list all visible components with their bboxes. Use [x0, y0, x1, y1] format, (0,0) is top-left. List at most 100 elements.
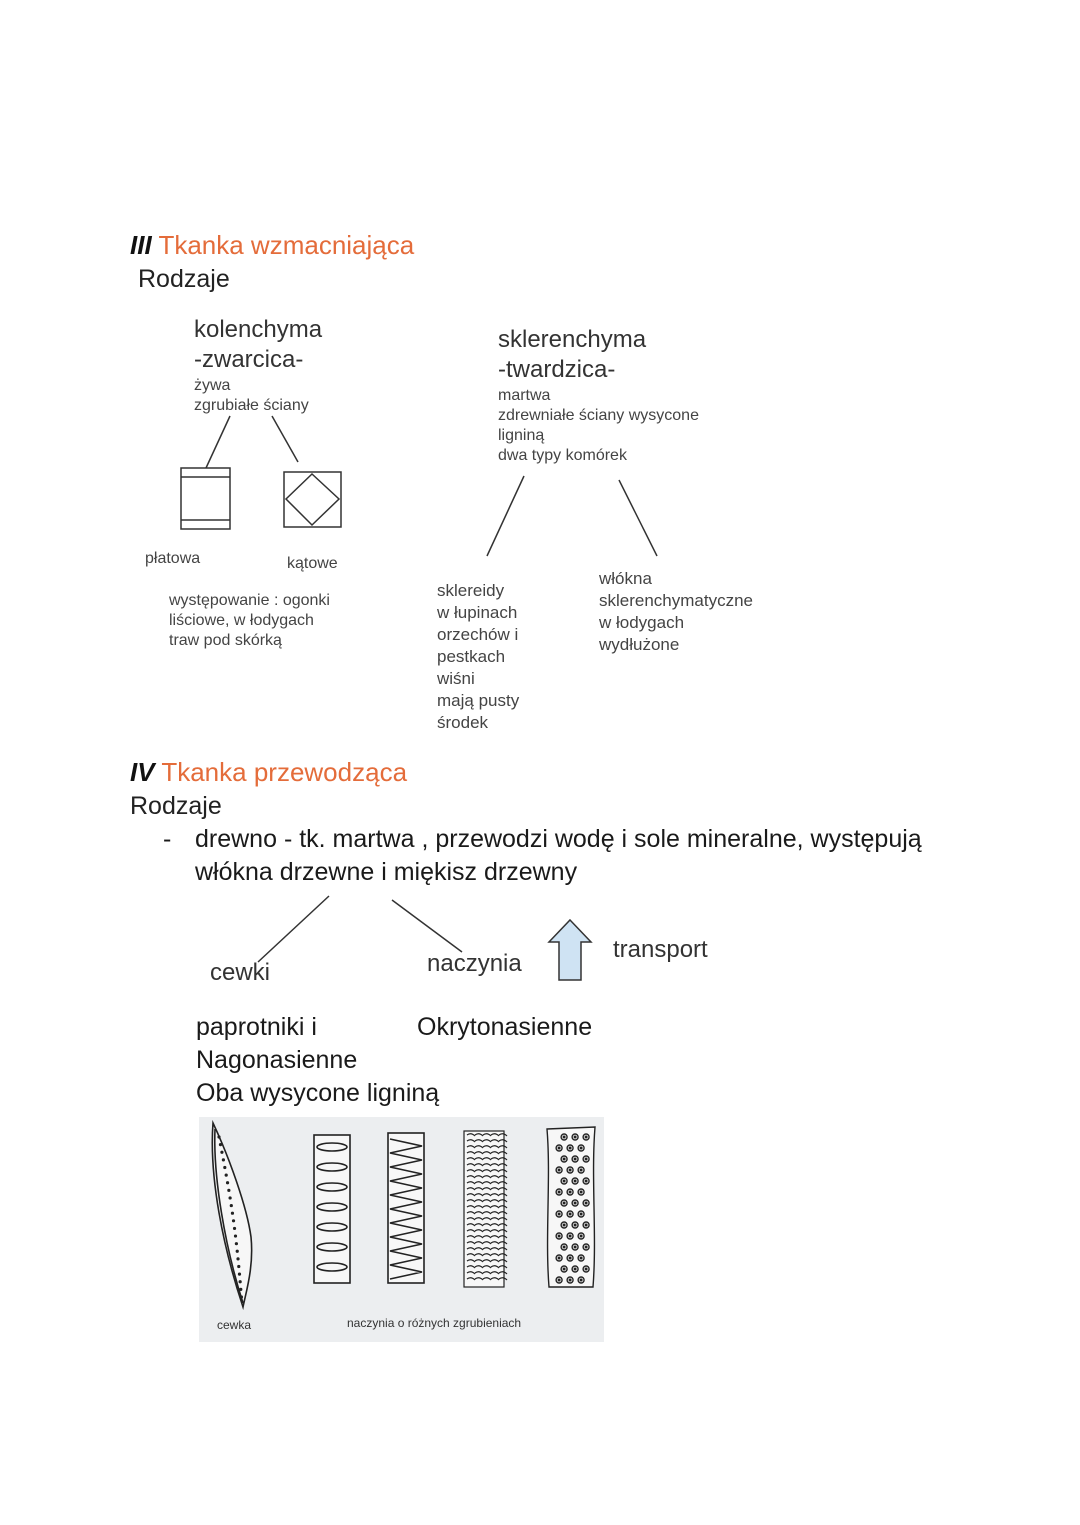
reticulate-mark [482, 1139, 492, 1143]
reticulate-mark [474, 1229, 484, 1233]
reticulate-mark [498, 1145, 508, 1149]
tracheid-cell-icon [211, 1119, 253, 1311]
trait-line: zgrubiałe ściany [194, 397, 309, 414]
pit-ring [571, 1243, 579, 1251]
reticulate-mark [498, 1223, 508, 1227]
cewki-desc-line: paprotniki i [196, 1013, 317, 1041]
pit-center [579, 1168, 583, 1172]
pit-ring [582, 1177, 590, 1185]
connector-line [618, 479, 658, 557]
reticulate-mark [466, 1217, 476, 1221]
reticulate-mark [466, 1151, 476, 1155]
pit-center [562, 1179, 566, 1183]
reticulate-mark [482, 1253, 492, 1257]
reticulate-mark [482, 1157, 492, 1161]
pit-dot [235, 1249, 239, 1253]
reticulate-mark [498, 1217, 508, 1221]
pit-center [568, 1190, 572, 1194]
pit-center [579, 1278, 583, 1282]
reticulate-mark [482, 1133, 492, 1137]
sklereidy-line: pestkach [437, 647, 506, 666]
occurrence-line: liściowe, w łodygach [169, 612, 314, 629]
reticulate-mark [498, 1265, 508, 1269]
reticulate-mark [490, 1259, 500, 1263]
reticulate-mark [482, 1163, 492, 1167]
pit-dot [230, 1211, 235, 1215]
both-lignin-line: Oba wysycone ligniną [196, 1079, 440, 1107]
connector-line [257, 895, 330, 963]
reticulate-mark [466, 1139, 476, 1143]
pit-dot [220, 1150, 224, 1154]
reticulate-mark [466, 1169, 476, 1173]
reticulate-mark [466, 1193, 476, 1197]
pit-ring [560, 1177, 568, 1185]
naczynia-label: naczynia [427, 950, 522, 977]
reticulate-mark [490, 1241, 500, 1245]
reticulate-mark [490, 1133, 500, 1137]
trait-line: martwa [498, 387, 551, 404]
reticulate-mark [466, 1181, 476, 1185]
reticulate-mark [498, 1181, 508, 1185]
reticulate-mark [474, 1163, 484, 1167]
reticulate-mark [498, 1175, 508, 1179]
reticulate-mark [498, 1139, 508, 1143]
sklereidy-line: mają pusty [437, 691, 520, 710]
pit-center [579, 1146, 583, 1150]
pit-dot [217, 1135, 221, 1139]
pit-center [568, 1146, 572, 1150]
reticulate-mark [482, 1187, 492, 1191]
connector-line [271, 415, 299, 463]
pit-center [573, 1201, 577, 1205]
reticulate-mark [466, 1277, 476, 1281]
reticulate-mark [490, 1181, 500, 1185]
pit-center [557, 1234, 561, 1238]
reticulate-mark [474, 1235, 484, 1239]
occurrence-line: występowanie : ogonki [169, 592, 330, 609]
reticulate-mark [498, 1277, 508, 1281]
reticulate-mark [466, 1187, 476, 1191]
pit-ring [571, 1221, 579, 1229]
pit-ring [560, 1221, 568, 1229]
section4-numeral: IV [130, 757, 155, 787]
reticulate-mark [498, 1199, 508, 1203]
cewka-caption: cewka [217, 1318, 251, 1332]
reticulate-mark [498, 1133, 508, 1137]
pit-dot [236, 1257, 240, 1261]
pit-center [557, 1212, 561, 1216]
reticulate-mark [466, 1205, 476, 1209]
pit-center [584, 1179, 588, 1183]
pit-center [562, 1245, 566, 1249]
kolenchyma-type-katowe: kątowe [287, 555, 338, 572]
pit-center [573, 1267, 577, 1271]
ring-thickening [316, 1202, 348, 1212]
pit-center [579, 1234, 583, 1238]
trait-line: żywa [194, 377, 231, 394]
kolenchyma-occurrence: występowanie : ogonki liściowe, w łodyga… [169, 591, 330, 651]
pit-ring [560, 1265, 568, 1273]
pit-ring [582, 1221, 590, 1229]
reticulate-mark [498, 1151, 508, 1155]
section3-subtitle: Rodzaje [138, 265, 230, 293]
pit-center [584, 1267, 588, 1271]
tracheid-pits [217, 1135, 244, 1299]
pit-ring [571, 1265, 579, 1273]
section4-subtitle: Rodzaje [130, 792, 222, 820]
reticulate-mark [490, 1271, 500, 1275]
reticulate-mark [474, 1271, 484, 1275]
section4-title: Tkanka przewodząca [161, 757, 408, 787]
sklereidy-line: środek [437, 713, 489, 732]
reticulate-mark [466, 1223, 476, 1227]
pit-ring [571, 1155, 579, 1163]
pit-center [568, 1212, 572, 1216]
vessel-reticulate-icon [463, 1130, 508, 1288]
reticulate-mark [466, 1175, 476, 1179]
reticulate-mark [498, 1235, 508, 1239]
pit-center [573, 1179, 577, 1183]
reticulate-mark [474, 1157, 484, 1161]
pit-center [557, 1146, 561, 1150]
pit-center [573, 1223, 577, 1227]
pit-center [562, 1201, 566, 1205]
reticulate-mark [474, 1217, 484, 1221]
reticulate-mark [490, 1163, 500, 1167]
connector-line [486, 475, 525, 557]
